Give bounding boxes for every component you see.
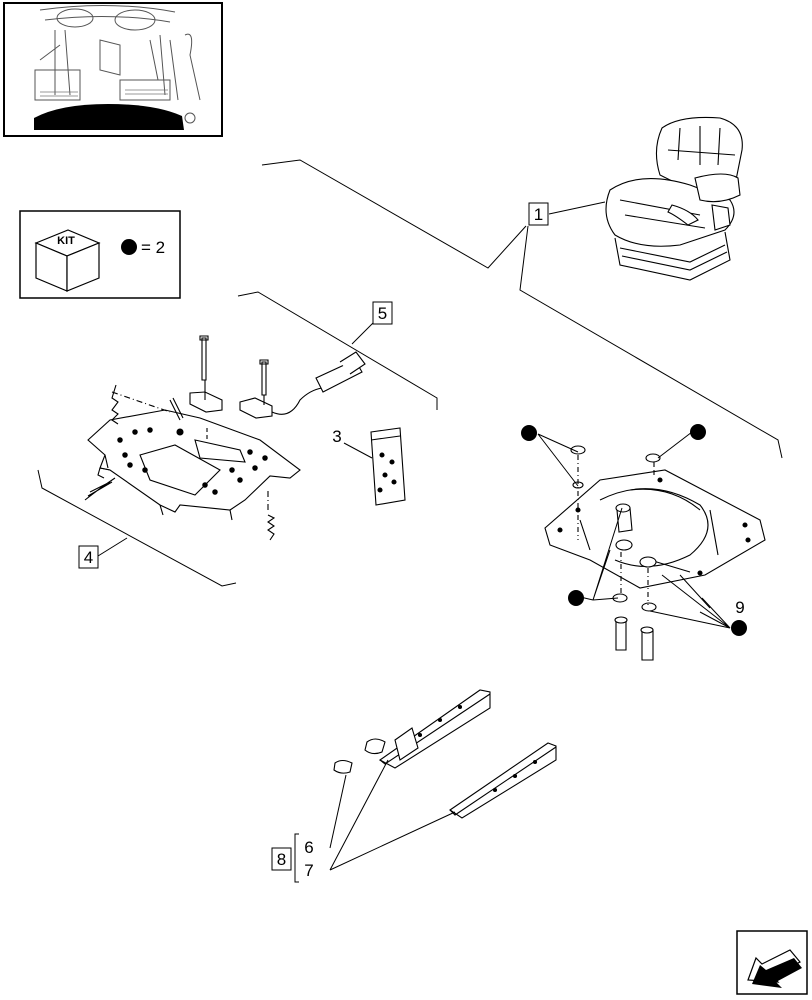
next-page-arrow-icon[interactable] <box>736 930 808 995</box>
seat-illustration <box>605 116 743 281</box>
callout-9[interactable]: 9 <box>735 598 744 617</box>
bullet-dot-icon <box>521 425 537 441</box>
callout-4[interactable]: 4 <box>78 545 99 569</box>
callout-3[interactable]: 3 <box>332 427 341 446</box>
kit-legend: KIT = 2 <box>19 210 181 299</box>
callout-7[interactable]: 7 <box>304 861 313 880</box>
callout-label: 4 <box>84 548 93 567</box>
callout-label: 8 <box>277 850 286 869</box>
hardware-bag <box>370 427 406 506</box>
callout-label: 5 <box>378 304 387 323</box>
bullet-dot-icon <box>690 424 706 440</box>
callout-label: 7 <box>304 861 313 880</box>
callout-label: 3 <box>332 427 341 446</box>
bullet-dot-icon <box>121 239 137 255</box>
callout-label: 6 <box>304 838 313 857</box>
callout-label: 1 <box>534 205 543 224</box>
bullet-markers <box>521 424 747 636</box>
callout-5[interactable]: 5 <box>372 301 393 325</box>
bullet-dot-icon <box>568 590 584 606</box>
kit-label: KIT <box>57 235 75 247</box>
seat-rails <box>333 689 557 819</box>
callout-label: 9 <box>735 598 744 617</box>
callout-1[interactable]: 1 <box>528 202 549 226</box>
kit-quantity-text: = 2 <box>141 238 165 257</box>
kit-box-icon: KIT <box>34 229 101 292</box>
seat-base-plate <box>84 335 366 541</box>
swivel-plate <box>544 445 766 661</box>
leader-lines <box>37 159 783 883</box>
callout-6[interactable]: 6 <box>304 838 313 857</box>
callout-8[interactable]: 8 <box>271 847 292 871</box>
location-thumbnail[interactable] <box>3 2 223 137</box>
bullet-dot-icon <box>731 620 747 636</box>
